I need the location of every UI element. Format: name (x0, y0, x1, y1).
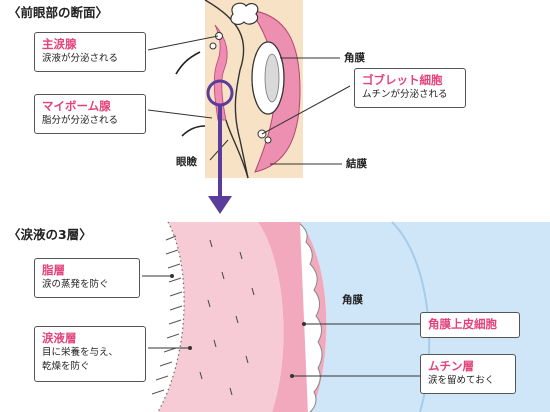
label-desc: 涙液が分泌される (42, 53, 119, 64)
main-gland-shape (230, 2, 259, 26)
leader-line (147, 35, 219, 51)
label-goblet-cell: ゴブレット細胞 ムチンが分泌される (354, 68, 466, 108)
label-title: 主涙腺 (42, 37, 77, 51)
section-heading-bottom: 〈涙液の3層〉 (8, 227, 92, 242)
label-main-lacrimal-gland: 主涙腺 涙液が分泌される (34, 32, 146, 72)
label-title: 角膜上皮細胞 (428, 317, 497, 331)
epithelium-cells (299, 223, 323, 412)
label-title: 脂層 (42, 263, 65, 277)
label-desc: 乾燥を防ぐ (42, 361, 90, 372)
zoom-arrow-head (208, 196, 232, 214)
label-mucin-layer: ムチン層 涙を留めておく (420, 354, 516, 394)
label-conjunctiva: 結膜 (346, 158, 367, 170)
lipid-layer-edge (157, 221, 185, 412)
label-desc: 脂分が分泌される (42, 115, 119, 126)
lens (264, 53, 280, 103)
lipid-hairs (151, 235, 183, 395)
leader-dot (302, 322, 306, 326)
leader-dot (290, 374, 294, 378)
duct-bubble (209, 42, 217, 50)
label-title: マイボーム腺 (42, 99, 111, 113)
aqueous-particles (199, 239, 255, 396)
goblet-cell (264, 136, 272, 144)
label-meibomian-gland: マイボーム腺 脂分が分泌される (34, 94, 146, 134)
label-eyelid: 眼瞼 (176, 156, 197, 168)
leader-dot (188, 346, 192, 350)
leader-line (147, 109, 213, 119)
label-desc: 涙を留めておく (428, 375, 495, 386)
aqueous-layer (158, 222, 284, 412)
label-cornea-top: 角膜 (344, 52, 365, 64)
label-title: 涙液層 (42, 331, 77, 345)
label-cornea-bottom: 角膜 (342, 294, 363, 306)
leader-dot (170, 274, 174, 278)
upper-lid-outline (204, 0, 249, 179)
label-lipid-layer: 脂層 涙の蒸発を防ぐ (34, 258, 140, 298)
lower-lid-outline (225, 119, 249, 179)
label-desc: 涙の蒸発を防ぐ (42, 279, 109, 290)
eyelash (175, 51, 201, 75)
label-title: ムチン層 (428, 359, 474, 373)
leader-line (261, 85, 351, 135)
eyelash (181, 125, 206, 137)
label-title: ゴブレット細胞 (362, 73, 443, 87)
section-heading-top: 〈前眼部の断面〉 (8, 5, 109, 20)
label-aqueous-layer: 涙液層 目に栄養を与え、 乾燥を防ぐ (34, 326, 146, 382)
label-corneal-epithelium: 角膜上皮細胞 (420, 312, 520, 338)
label-desc: ムチンが分泌される (362, 89, 448, 100)
label-desc: 目に栄養を与え、 (42, 347, 119, 358)
